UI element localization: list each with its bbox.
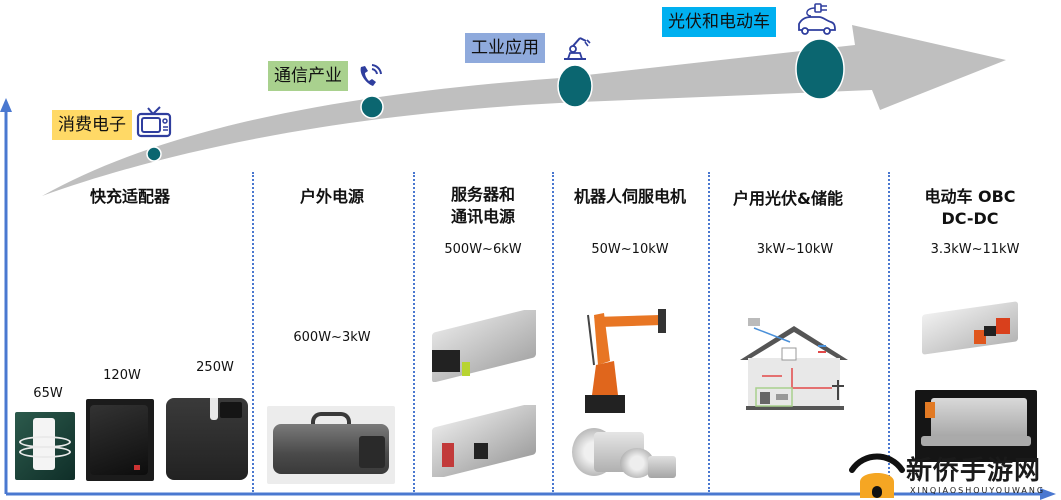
column-divider-5 xyxy=(888,172,890,492)
node-industrial xyxy=(557,64,593,108)
column-divider-1 xyxy=(252,172,254,492)
watermark-house-logo-icon xyxy=(849,453,905,498)
column-divider-3 xyxy=(552,172,554,492)
stage-label-pv-ev: 光伏和电动车 xyxy=(662,7,776,37)
trend-arrow xyxy=(42,25,1006,196)
column-power-ev: 3.3kW~11kW xyxy=(930,242,1020,257)
robot-arm-icon xyxy=(564,37,591,60)
tv-icon xyxy=(136,106,172,138)
product-image-outdoor-power-station xyxy=(267,406,395,484)
watermark-title: 新侨手游网 xyxy=(906,456,1042,486)
column-divider-4 xyxy=(708,172,710,492)
column-title-robot-servo-motor: 机器人伺服电机 xyxy=(573,187,686,206)
product-image-ev-obc xyxy=(918,300,1028,360)
column-title-fast-charger: 快充适配器 xyxy=(89,187,170,206)
column-power-server: 500W~6kW xyxy=(444,242,522,257)
stage-label-consumer: 消费电子 xyxy=(52,110,132,140)
stage-label-industrial: 工业应用 xyxy=(465,33,545,63)
product-image-home-pv-diagram xyxy=(740,318,848,410)
phone-signal-icon xyxy=(360,64,382,86)
product-image-250w-charger xyxy=(166,398,248,480)
ev-charging-car-icon xyxy=(798,3,836,35)
node-consumer xyxy=(146,146,162,162)
column-power-servo: 50W~10kW xyxy=(591,242,669,257)
product-image-servo-motors xyxy=(568,420,680,484)
product-image-ev-dcdc xyxy=(915,390,1037,462)
product-image-server-psu-2 xyxy=(426,405,540,477)
product-image-65w-charger xyxy=(15,412,75,480)
product-image-120w-charger xyxy=(86,399,154,481)
product-image-server-psu-1 xyxy=(426,310,540,382)
column-power-pv: 3kW~10kW xyxy=(756,242,834,257)
column-title-residential-pv-storage: 户用光伏&储能 xyxy=(733,189,843,208)
column-title-outdoor-power: 户外电源 xyxy=(299,187,364,206)
stage-label-telecom: 通信产业 xyxy=(268,61,348,91)
product-power-250w: 250W xyxy=(196,360,234,375)
column-power-outdoor: 600W~3kW xyxy=(293,330,371,345)
column-title-ev-obc-dcdc: 电动车 OBC DC-DC xyxy=(924,187,1016,228)
column-title-server-telecom-power: 服务器和 通讯电源 xyxy=(450,185,515,226)
product-power-65w: 65W xyxy=(33,386,63,401)
watermark: 新侨手游网 XINQIAOSHOUYOUWANG xyxy=(848,448,1061,498)
product-power-120w: 120W xyxy=(103,368,141,383)
product-image-industrial-robot xyxy=(585,309,666,413)
column-divider-2 xyxy=(413,172,415,492)
node-telecom xyxy=(360,95,384,119)
node-pv-ev xyxy=(795,38,845,100)
watermark-subtitle: XINQIAOSHOUYOUWANG xyxy=(910,486,1046,495)
